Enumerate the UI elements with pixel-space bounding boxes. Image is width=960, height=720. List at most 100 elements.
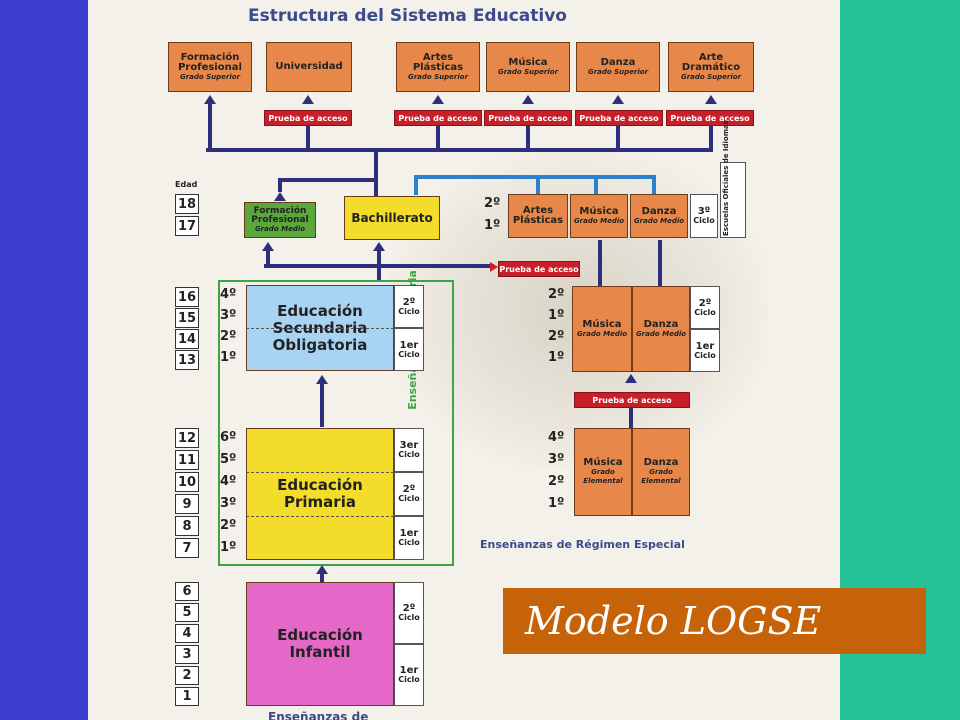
special-regime-label: Enseñanzas de Régimen Especial [480,538,685,551]
connector-line [526,126,530,150]
connector-line [208,103,212,150]
box-line: Formación [180,51,240,63]
ciclo-text: Ciclo [398,494,420,503]
arrow-right-icon [490,262,498,272]
age-cell: 6 [175,582,199,601]
box-danza-elemental: Danza Grado Elemental [632,428,690,516]
connector-line [306,126,310,150]
diagram-title: Estructura del Sistema Educativo [248,6,567,26]
grade-label: 6º [220,430,237,445]
ciclo-text: Ciclo [398,349,420,359]
ciclo-text: Ciclo [694,307,716,317]
connector-line [598,240,602,286]
box-line: Obligatoria [272,335,368,354]
box-line: Plásticas [512,215,564,226]
age-cell: 2 [175,666,199,685]
box-sub: Elemental [583,477,623,485]
access-test-badge: Prueba de acceso [666,110,754,126]
box-line: Danza [643,457,679,468]
grade-label: 1º [548,350,565,365]
modelo-logse-label: Modelo LOGSE [503,588,926,654]
ciclo-label: 1er Ciclo [394,328,424,371]
grade-label: 1º [484,218,501,233]
grade-label: 1º [220,540,237,555]
box-musica-elemental: Música Grado Elemental [574,428,632,516]
ciclo-label: 1er Ciclo [394,516,424,560]
ciclo-number: 3er [399,440,419,451]
box-arte-dramatico: Arte Dramático Grado Superior [668,42,754,92]
ciclo-label: 3er Ciclo [394,428,424,472]
ciclo-number: 1er [399,528,419,539]
box-sub: Grado Superior [680,72,742,81]
box-primaria: Educación Primaria [246,428,394,560]
age-cell: 12 [175,428,199,448]
box-danza-medio-2: Danza Grado Medio [632,286,690,372]
ciclo-text: Ciclo [398,450,420,459]
ciclo-label: 2º Ciclo [690,286,720,329]
connector-line [206,148,713,152]
box-line: Formación [253,205,307,216]
connector-line [374,150,378,196]
box-musica-medio: Música Grado Medio [570,194,628,238]
box-musica-superior: Música Grado Superior [486,42,570,92]
box-line: Dramático [681,61,741,73]
ciclo-text: Ciclo [694,350,716,360]
languages-box [720,162,746,238]
connector-line [320,573,324,583]
box-sub: Grado [649,468,673,476]
grade-label: 1º [220,350,237,365]
ciclo-number: 2º [402,296,416,308]
ciclo-number: 2º [402,603,416,614]
arrow-up-icon [705,95,717,104]
box-sub: Grado Superior [497,67,559,76]
ciclo-label: 2º Ciclo [394,285,424,328]
box-line: Primaria [284,493,356,511]
arrow-up-icon [316,565,328,574]
age-cell: 1 [175,687,199,706]
grade-label: 3º [220,308,237,323]
grade-label: 2º [548,287,565,302]
arrow-up-icon [522,95,534,104]
connector-line [594,175,598,195]
age-cell: 18 [175,194,199,214]
ciclo-label: 2º Ciclo [394,582,424,644]
age-cell: 7 [175,538,199,558]
access-test-badge: Prueba de acceso [574,392,690,408]
box-sub: Grado Medio [573,216,625,225]
connector-line [320,383,324,427]
connector-line [414,175,418,195]
ciclo-text: Ciclo [398,306,420,316]
dashed-divider [246,472,394,473]
access-test-badge: Prueba de acceso [498,261,580,277]
age-cell: 9 [175,494,199,514]
age-cell: 8 [175,516,199,536]
ciclo-label: 1er Ciclo [690,329,720,372]
box-sub: Grado Medio [254,224,306,233]
box-sub: Grado Medio [633,216,685,225]
ciclo-text: Ciclo [398,675,420,684]
box-sub: Grado Superior [587,67,649,76]
connector-line [658,240,662,286]
diagram-page: Estructura del Sistema Educativo Formaci… [88,0,840,720]
age-cell: 11 [175,450,199,470]
ciclo-number: 2º [698,297,712,309]
box-line: Secundaria [272,318,368,337]
box-line: Educación [277,626,363,644]
age-cell: 15 [175,308,199,328]
box-line: Universidad [275,61,343,72]
grade-label: 3º [220,496,237,511]
grade-label: 2º [548,474,565,489]
age-cell: 10 [175,472,199,492]
box-artes-superior: Artes Plásticas Grado Superior [396,42,480,92]
grade-label: 1º [548,308,565,323]
box-bachillerato: Bachillerato [344,196,440,240]
ciclo-number: 1er [695,340,715,352]
grade-label: 4º [220,287,237,302]
box-fp-medio: Formación Profesional Grado Medio [244,202,316,238]
box-line: Artes [422,51,454,63]
box-line: Danza [643,318,679,330]
access-test-badge: Prueba de acceso [394,110,482,126]
connector-line [278,178,282,192]
age-cell: 4 [175,624,199,643]
grade-label: 2º [220,329,237,344]
